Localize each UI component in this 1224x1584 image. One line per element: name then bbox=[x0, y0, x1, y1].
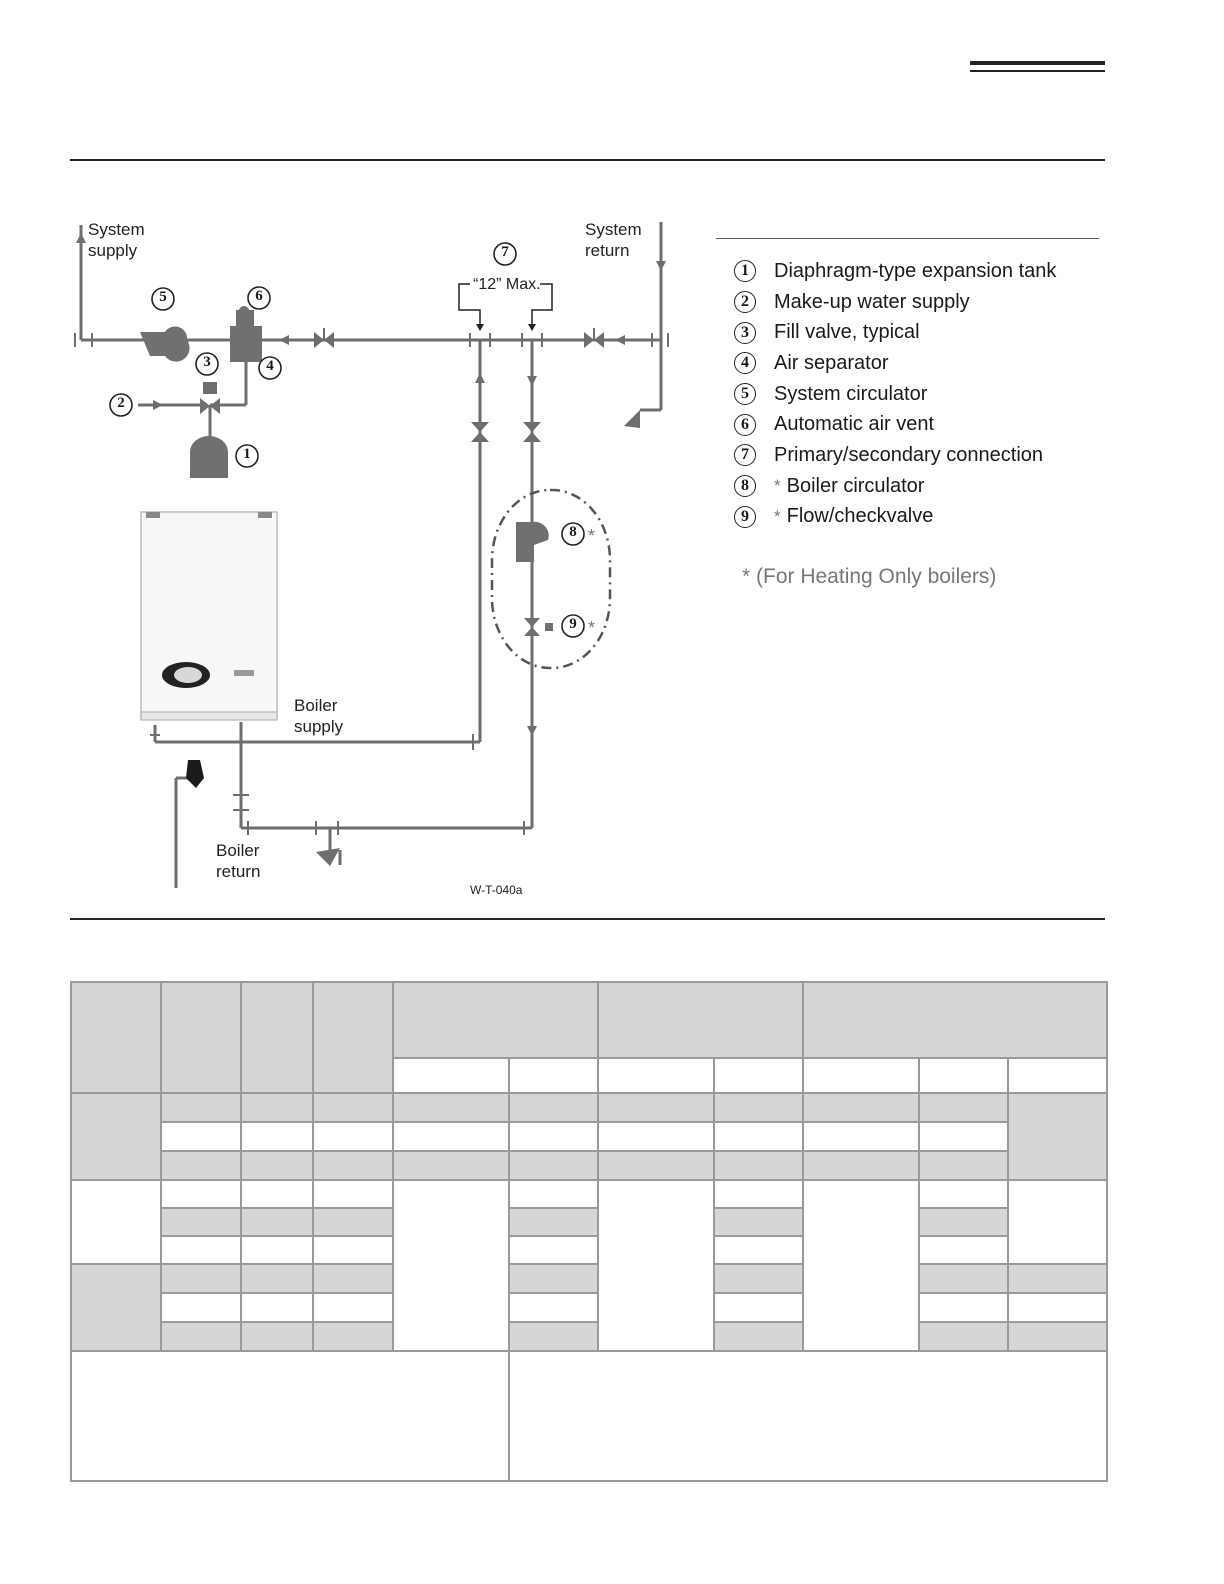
specification-table bbox=[70, 981, 1109, 1482]
legend-text: Boiler circulator bbox=[786, 474, 925, 497]
table-header-cell bbox=[312, 981, 394, 1094]
legend-text: Flow/checkvalve bbox=[786, 505, 934, 528]
legend-text: Fill valve, typical bbox=[774, 321, 920, 344]
table-header-cell bbox=[801, 981, 1109, 1059]
header-rule-thin bbox=[970, 70, 1105, 72]
legend-item: 2 Make-up water supply bbox=[734, 287, 1114, 318]
table-group-cell bbox=[1006, 1179, 1109, 1265]
legend-item: 3 Fill valve, typical bbox=[734, 317, 1114, 348]
table-subheader-cell bbox=[802, 1057, 920, 1094]
heating-only-enclosure bbox=[490, 488, 612, 670]
table-merged-cell bbox=[597, 1179, 715, 1352]
table-header-cell bbox=[160, 981, 242, 1094]
piping-diagram bbox=[74, 222, 669, 888]
max-bracket bbox=[458, 283, 553, 327]
system-supply-label: System supply bbox=[88, 220, 145, 260]
table-merged-cell bbox=[392, 1179, 510, 1352]
table-group-cell bbox=[70, 1263, 162, 1352]
section-rule-top bbox=[70, 159, 1105, 161]
figure-id-label: W-T-040a bbox=[470, 883, 523, 897]
callout-circles bbox=[109, 242, 585, 638]
header-rule-thick bbox=[970, 61, 1105, 65]
legend-text: Diaphragm-type expansion tank bbox=[774, 259, 1057, 282]
table-header-cell bbox=[70, 981, 162, 1094]
component-legend: 1 Diaphragm-type expansion tank 2 Make-up … bbox=[734, 256, 1114, 532]
gate-valves bbox=[200, 328, 640, 866]
legend-star: * bbox=[774, 476, 781, 496]
table-merged-cell bbox=[802, 1179, 920, 1352]
callout-number-9: 9 bbox=[569, 616, 577, 632]
max-bracket-arrows bbox=[476, 324, 536, 331]
legend-star: * bbox=[774, 506, 781, 526]
table-note-cell bbox=[70, 1350, 510, 1482]
legend-text: Primary/secondary connection bbox=[774, 443, 1044, 466]
legend-text: System circulator bbox=[774, 382, 928, 405]
callout-number-8: 8 bbox=[569, 524, 577, 540]
table-group-cell bbox=[70, 1179, 162, 1265]
legend-text: Air separator bbox=[774, 351, 889, 374]
legend-number: 7 bbox=[734, 444, 756, 467]
section-rule-bottom bbox=[70, 918, 1105, 920]
table-group-cell bbox=[1006, 1092, 1109, 1181]
table-subheader-cell bbox=[597, 1057, 715, 1094]
callout-number-4: 4 bbox=[266, 358, 274, 374]
table-header-cell bbox=[597, 981, 804, 1059]
legend-number: 8 bbox=[734, 475, 756, 498]
table-note-cell bbox=[507, 1350, 1109, 1482]
heating-only-footnote: * (For Heating Only boilers) bbox=[742, 565, 997, 588]
legend-number: 4 bbox=[734, 352, 756, 375]
legend-rule bbox=[716, 238, 1099, 239]
callout-number-6: 6 bbox=[255, 288, 263, 304]
legend-item: 1 Diaphragm-type expansion tank bbox=[734, 256, 1114, 287]
legend-number: 2 bbox=[734, 291, 756, 314]
legend-item: 8 *Boiler circulator bbox=[734, 471, 1114, 502]
callout-number-2: 2 bbox=[117, 395, 125, 411]
table-group-cell bbox=[70, 1092, 162, 1181]
flange-ticks bbox=[74, 333, 669, 835]
callout-number-1: 1 bbox=[243, 446, 251, 462]
callout-number-5: 5 bbox=[159, 289, 167, 305]
legend-item: 6 Automatic air vent bbox=[734, 409, 1114, 440]
boiler-unit bbox=[140, 511, 278, 721]
table-subheader-cell bbox=[918, 1057, 1009, 1094]
table-header-cell bbox=[240, 981, 314, 1094]
legend-number: 6 bbox=[734, 413, 756, 436]
boiler-supply-label: Boiler supply bbox=[294, 696, 344, 736]
legend-item: 9 *Flow/checkvalve bbox=[734, 502, 1114, 533]
legend-item: 4 Air separator bbox=[734, 348, 1114, 379]
table-subheader-cell bbox=[1006, 1057, 1109, 1094]
system-return-label: System return bbox=[585, 220, 642, 260]
boiler-return-label: Boiler return bbox=[216, 841, 261, 881]
legend-number: 5 bbox=[734, 383, 756, 406]
table-subheader-cell bbox=[392, 1057, 510, 1094]
legend-text: Automatic air vent bbox=[774, 413, 935, 436]
callout-star-9: * bbox=[588, 618, 596, 638]
legend-text: Make-up water supply bbox=[774, 290, 970, 313]
max-distance-label: “12” Max. bbox=[473, 276, 541, 293]
components bbox=[140, 306, 553, 788]
table-subheader-cell bbox=[713, 1057, 804, 1094]
callout-number-7: 7 bbox=[501, 244, 509, 260]
table-header-cell bbox=[392, 981, 599, 1059]
callout-number-3: 3 bbox=[203, 354, 211, 370]
flow-arrows bbox=[76, 233, 666, 736]
legend-item: 5 System circulator bbox=[734, 379, 1114, 410]
legend-number: 9 bbox=[734, 505, 756, 528]
legend-number: 1 bbox=[734, 260, 756, 283]
table-subheader-cell bbox=[508, 1057, 599, 1094]
legend-number: 3 bbox=[734, 321, 756, 344]
callout-star-8: * bbox=[588, 526, 596, 546]
legend-item: 7 Primary/secondary connection bbox=[734, 440, 1114, 471]
